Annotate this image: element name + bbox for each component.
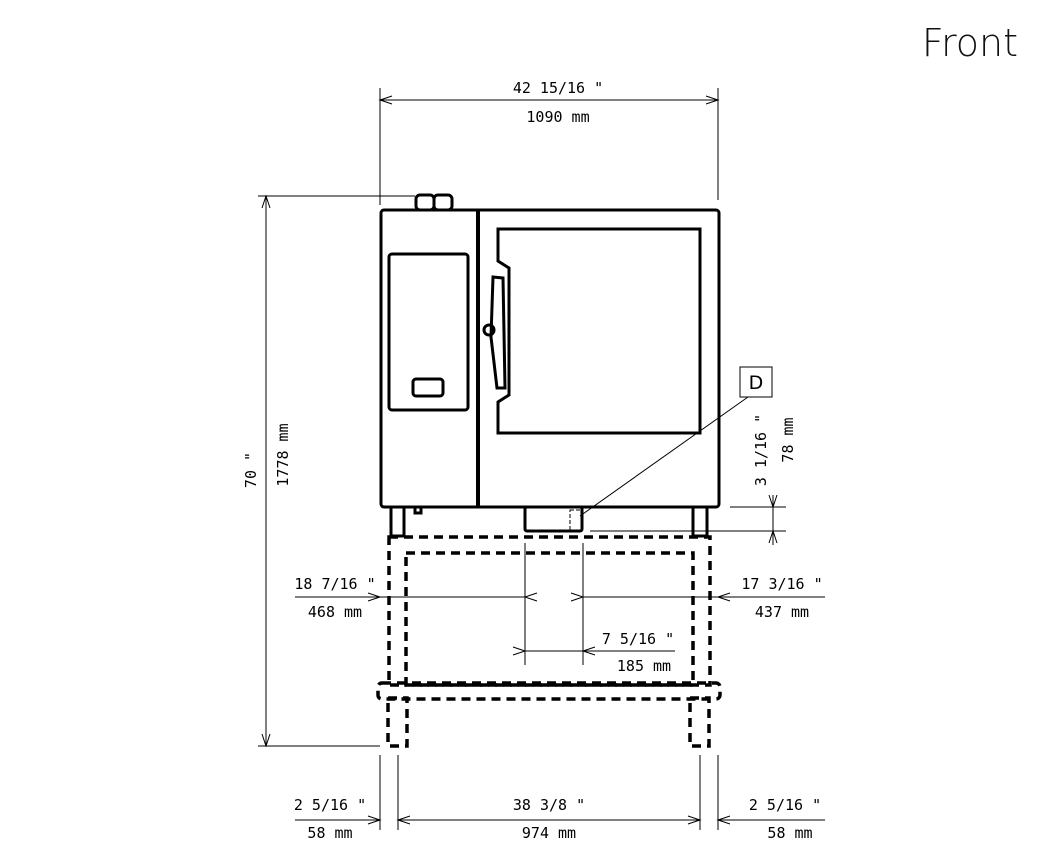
overall-height-dimension: 70 " 1778 mm <box>242 194 415 748</box>
leg-spacing-dimension: 2 5/16 " 58 mm 38 3/8 " 974 mm 2 5/16 " … <box>294 755 825 842</box>
dim-mm: 1090 mm <box>526 108 589 126</box>
dim-mm: 185 mm <box>617 657 671 675</box>
stand-leg <box>386 696 409 748</box>
stand-leg <box>688 696 711 748</box>
dim-inch: 42 15/16 " <box>513 79 603 97</box>
dim-inch: 7 5/16 " <box>602 630 674 648</box>
control-panel <box>387 252 470 412</box>
dim-mm: 974 mm <box>522 824 576 842</box>
dim-inch: 2 5/16 " <box>294 796 366 814</box>
dim-mm: 468 mm <box>308 603 362 621</box>
dim-inch: 3 1/16 " <box>752 414 770 486</box>
detail-d-callout: D <box>579 366 773 517</box>
dim-inch: 2 5/16 " <box>749 796 821 814</box>
dim-inch: 70 " <box>242 452 260 488</box>
oven-body <box>379 193 721 538</box>
dim-inch: 18 7/16 " <box>294 575 375 593</box>
dim-mm: 58 mm <box>307 824 352 842</box>
door-window <box>496 227 702 435</box>
dim-inch: 38 3/8 " <box>513 796 585 814</box>
stand <box>376 535 722 748</box>
view-title: Front <box>922 21 1018 65</box>
overall-width-dimension: 42 15/16 " 1090 mm <box>378 79 720 205</box>
dim-mm: 437 mm <box>755 603 809 621</box>
knob <box>432 193 454 212</box>
dim-mm: 78 mm <box>779 417 797 462</box>
detail-marker: D <box>749 372 764 394</box>
oven-foot <box>691 505 709 538</box>
knob <box>414 193 436 212</box>
oven-foot <box>389 505 406 538</box>
dim-mm: 1778 mm <box>274 423 292 486</box>
dim-mm: 58 mm <box>767 824 812 842</box>
dim-inch: 17 3/16 " <box>741 575 822 593</box>
drain-box <box>523 505 584 533</box>
drain-height-dimension: 3 1/16 " 78 mm <box>590 414 797 545</box>
drain-position-dimension: 18 7/16 " 468 mm 17 3/16 " 437 mm 7 5/16… <box>294 543 825 675</box>
display <box>411 377 445 398</box>
